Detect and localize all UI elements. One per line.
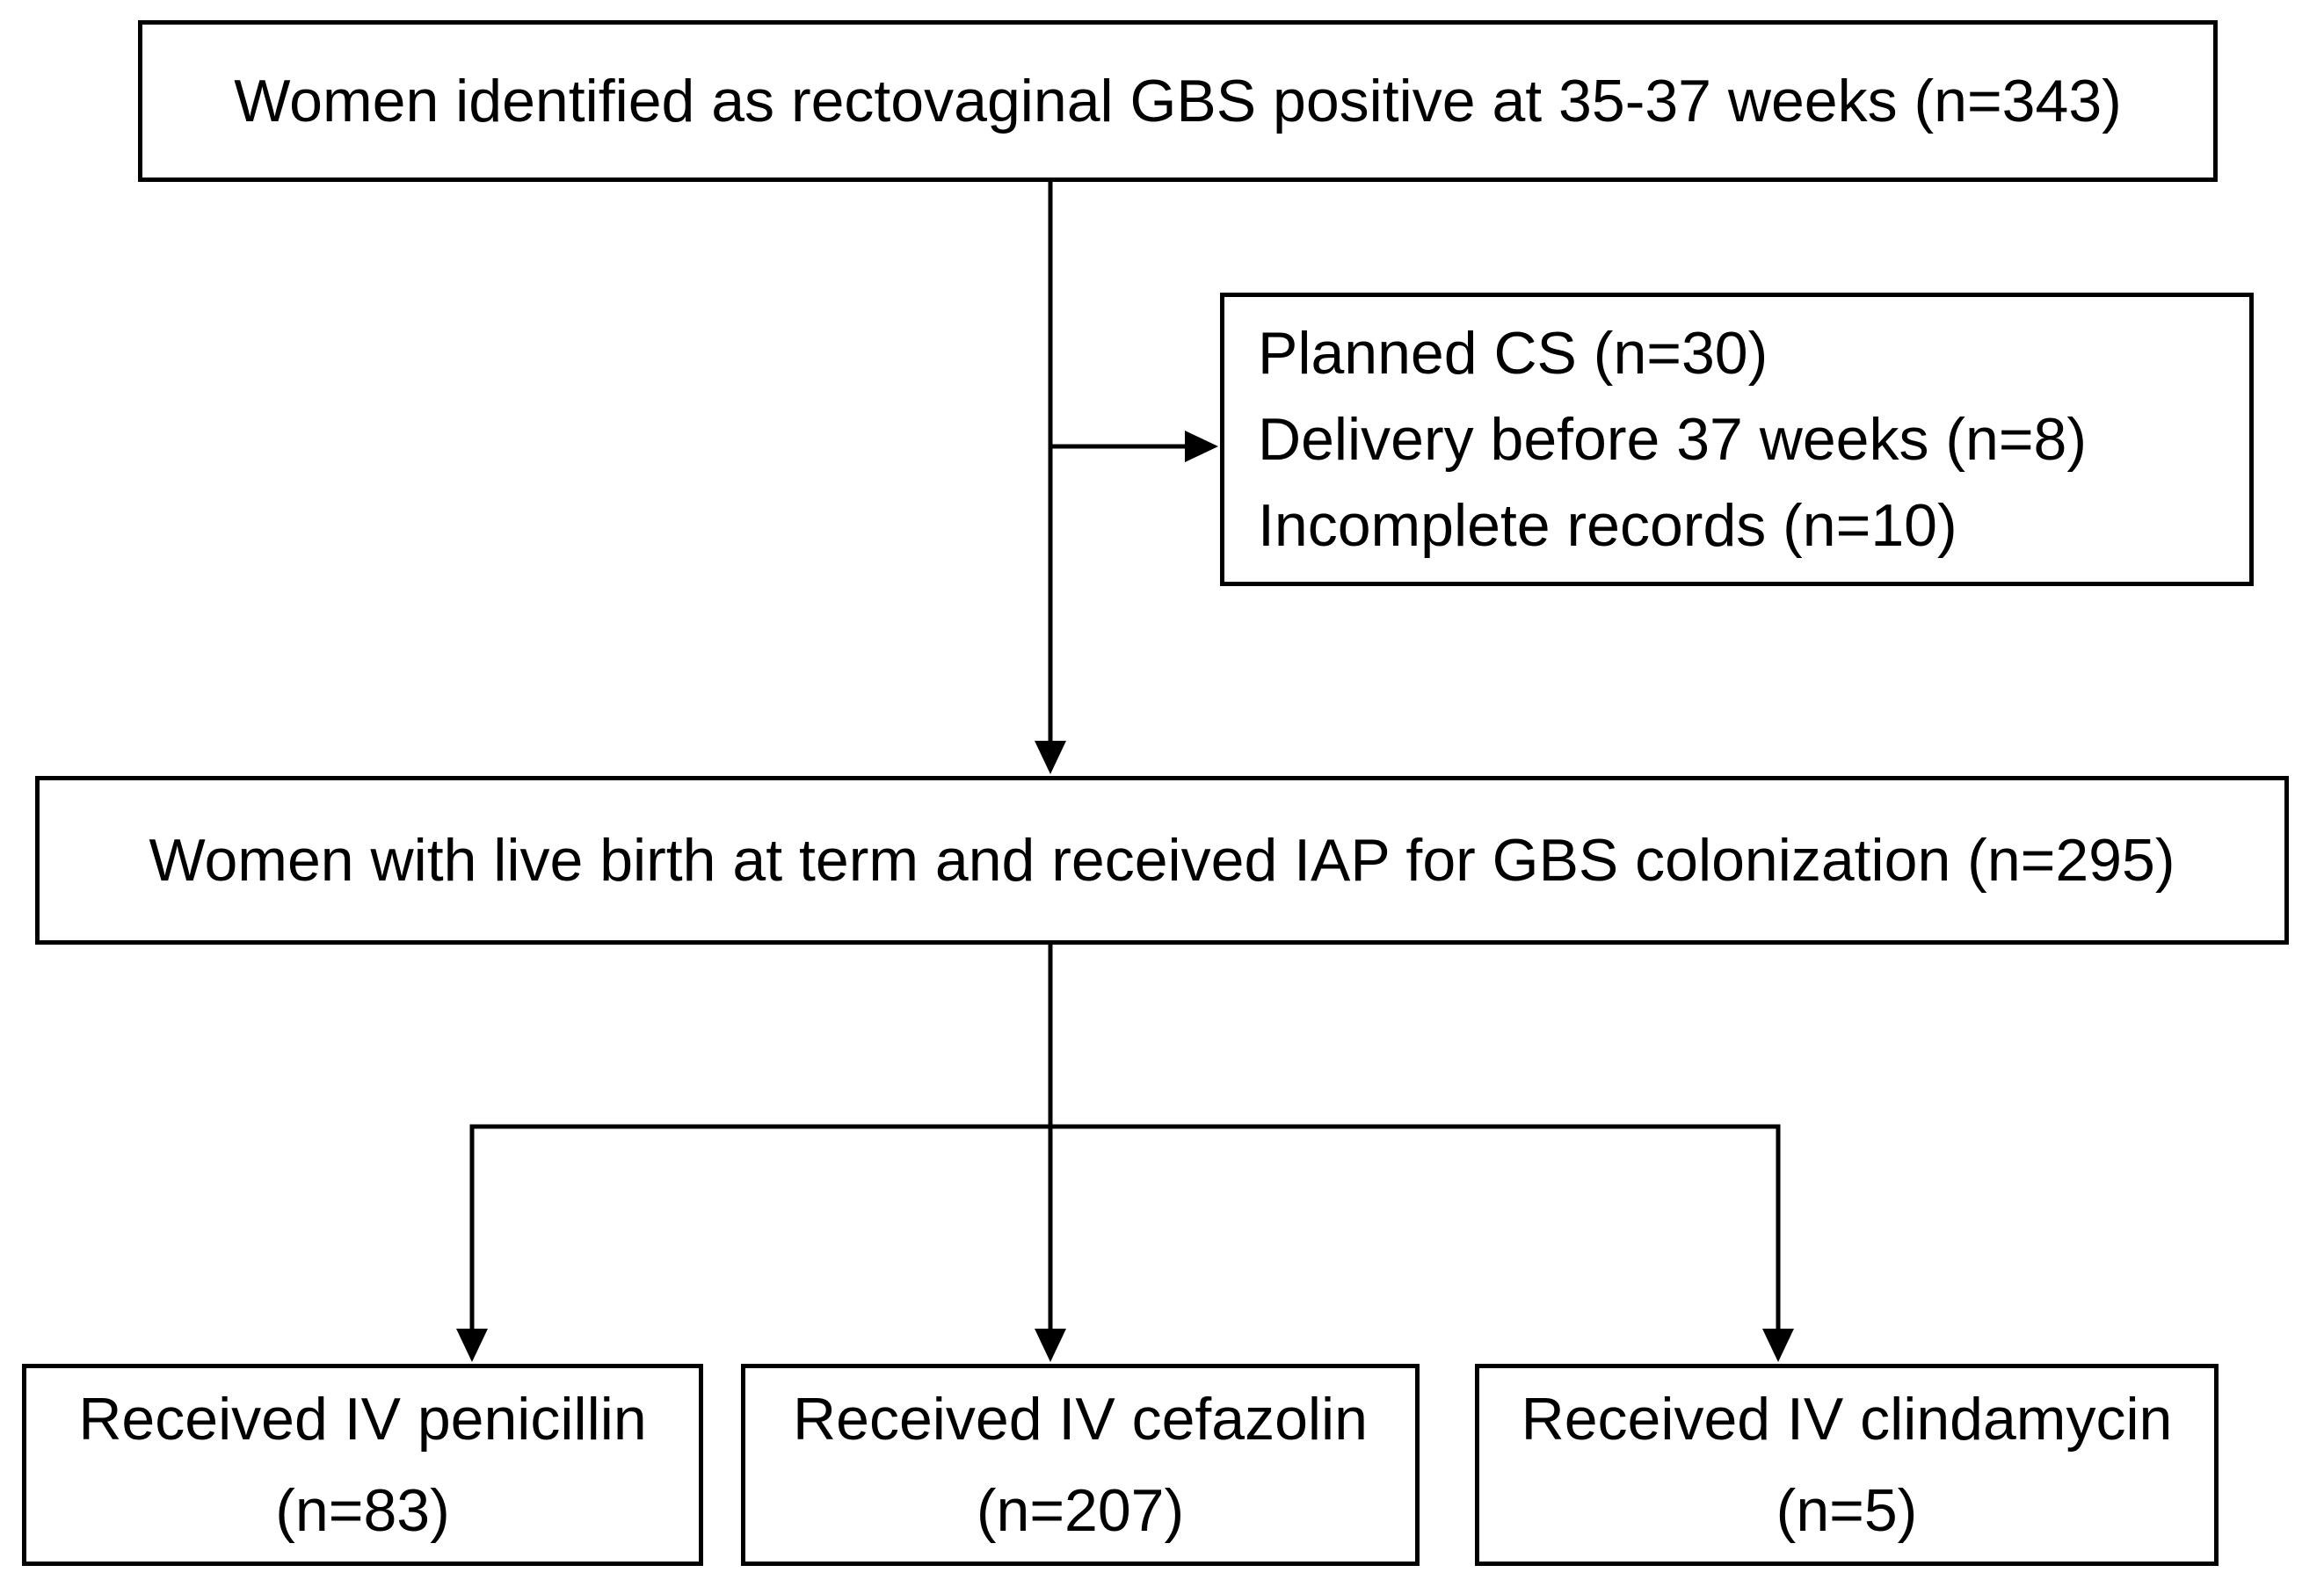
box-penicillin-label: Received IV penicillin: [78, 1386, 647, 1453]
box-clindamycin-count: (n=5): [1776, 1477, 1918, 1544]
exclusion-line-preterm-delivery: Delivery before 37 weeks (n=8): [1258, 406, 2088, 473]
box-clindamycin-label: Received IV clindamycin: [1521, 1386, 2173, 1453]
box-penicillin-count: (n=83): [275, 1477, 450, 1544]
box-gbs-positive: Women identified as rectovaginal GBS pos…: [138, 20, 2218, 182]
box-cefazolin-label: Received IV cefazolin: [793, 1386, 1368, 1453]
arrowhead-into-cefazolin-box: [1035, 1329, 1066, 1362]
arrowhead-into-exclusion-box: [1185, 431, 1218, 462]
box-cefazolin: Received IV cefazolin (n=207): [741, 1364, 1420, 1566]
box-cefazolin-count: (n=207): [976, 1477, 1185, 1544]
exclusion-line-planned-cs: Planned CS (n=30): [1258, 320, 1768, 387]
box-live-birth-iap-text: Women with live birth at term and receiv…: [149, 827, 2175, 894]
box-clindamycin: Received IV clindamycin (n=5): [1475, 1364, 2219, 1566]
box-penicillin: Received IV penicillin (n=83): [22, 1364, 703, 1566]
box-gbs-positive-text: Women identified as rectovaginal GBS pos…: [234, 68, 2122, 134]
box-exclusions: Planned CS (n=30) Delivery before 37 wee…: [1220, 293, 2254, 586]
arrowhead-into-middle-box: [1035, 741, 1066, 774]
arrowhead-into-penicillin-box: [456, 1329, 488, 1362]
box-live-birth-iap: Women with live birth at term and receiv…: [35, 776, 2289, 945]
exclusion-line-incomplete-records: Incomplete records (n=10): [1258, 492, 1957, 559]
arrowhead-into-clindamycin-box: [1762, 1329, 1794, 1362]
